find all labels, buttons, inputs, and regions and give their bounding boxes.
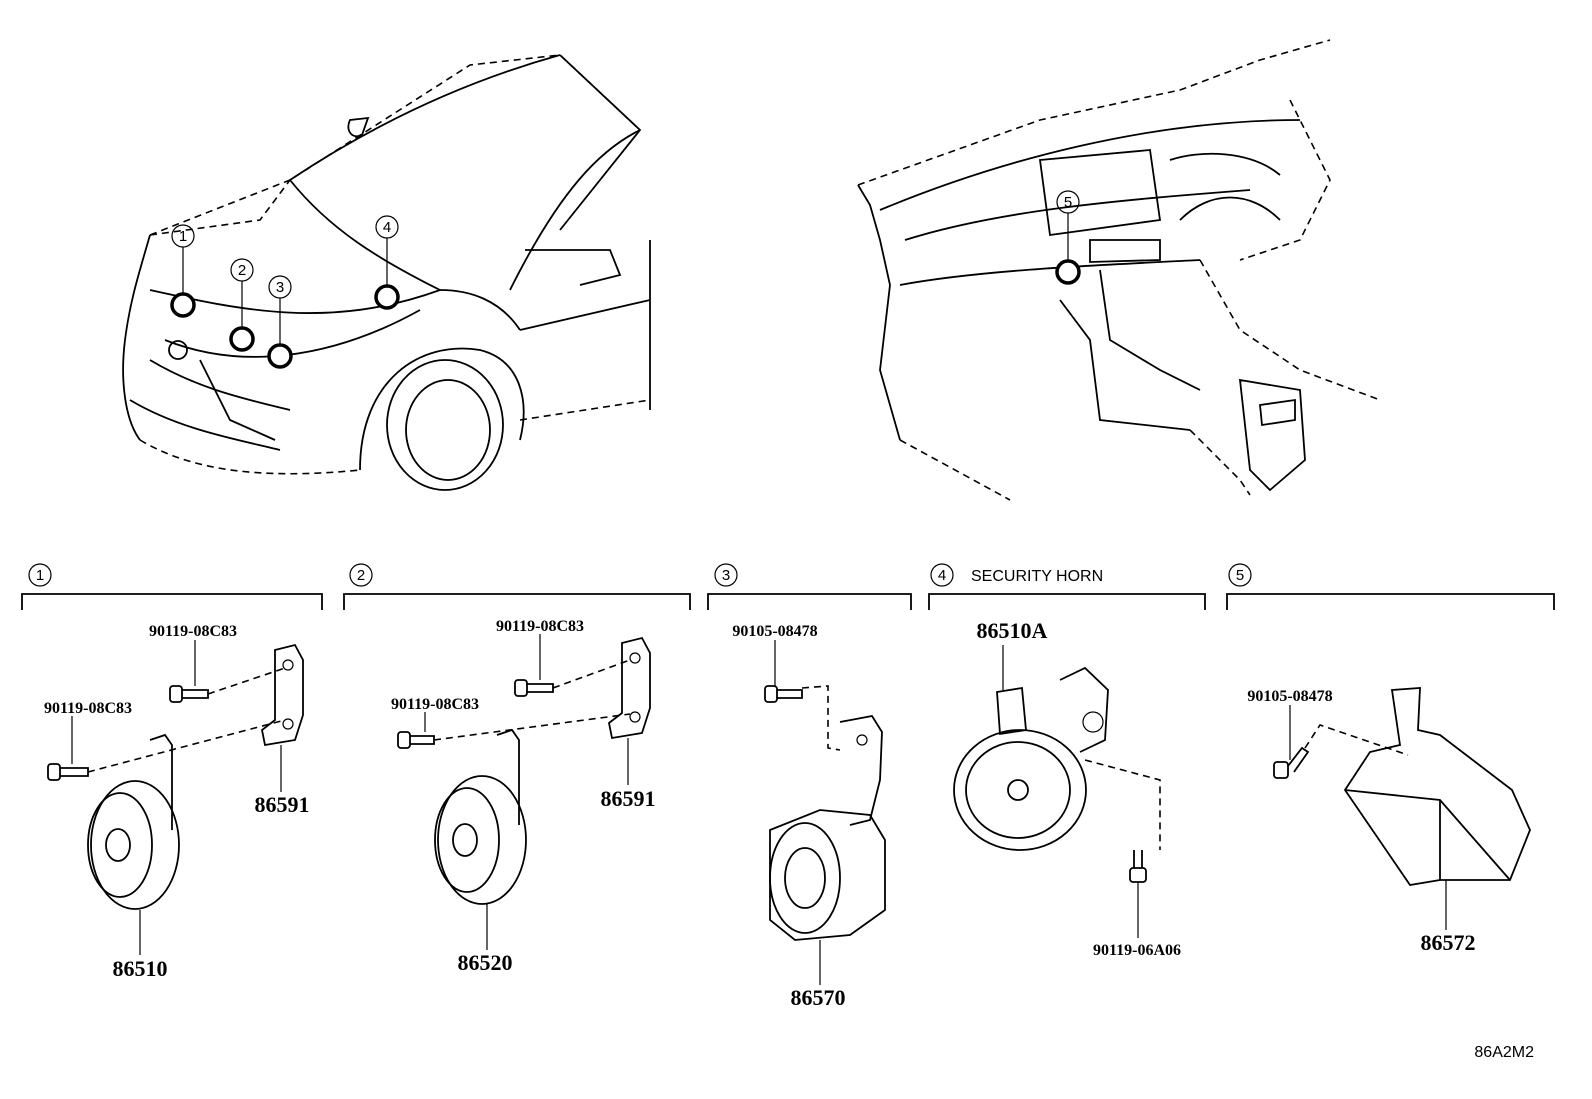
part-number-86570: 86570 xyxy=(791,985,846,1010)
section-4-header: 4 SECURITY HORN xyxy=(928,563,1206,610)
flange-bolt-icon xyxy=(514,634,554,697)
part-number-86520: 86520 xyxy=(458,950,513,975)
part-number-86591: 86591 xyxy=(255,792,310,817)
part-number-86510: 86510 xyxy=(113,956,168,981)
svg-text:4: 4 xyxy=(938,567,946,584)
disc-horn-icon xyxy=(87,733,180,955)
car-callout-4: 4 xyxy=(375,215,399,239)
flange-bolt-icon xyxy=(1129,850,1147,938)
dashboard-interior-icon xyxy=(857,39,1381,501)
section-4-title: SECURITY HORN xyxy=(971,568,1103,585)
part-number-86510A: 86510A xyxy=(977,618,1048,643)
svg-text:3: 3 xyxy=(276,279,284,296)
mounting-bracket-icon xyxy=(608,636,651,785)
mounting-bracket-icon xyxy=(839,715,883,826)
section-5-parts: 90105-08478 86572 xyxy=(1247,687,1531,955)
svg-text:5: 5 xyxy=(1236,567,1244,584)
part-number-90119-06A06: 90119-06A06 xyxy=(1093,942,1181,959)
part-number-90119-08C83: 90119-08C83 xyxy=(496,618,584,635)
svg-text:3: 3 xyxy=(722,567,730,584)
dashboard-callout-5: 5 xyxy=(1056,190,1080,214)
part-number-90119-08C83: 90119-08C83 xyxy=(149,623,237,640)
flange-bolt-icon xyxy=(1273,705,1310,779)
section-1-parts: 90119-08C83 90119-08C83 86591 86510 xyxy=(44,623,310,981)
car-callout-2: 2 xyxy=(230,258,254,282)
part-number-86591: 86591 xyxy=(601,786,656,811)
disc-horn-icon xyxy=(953,645,1109,851)
disc-horn-icon xyxy=(434,728,527,950)
car-callout-1: 1 xyxy=(171,224,195,248)
section-3-parts: 90105-08478 86570 xyxy=(732,623,886,1010)
section-4-parts: 86510A 90119-06A06 xyxy=(953,618,1181,959)
disc-horn-icon xyxy=(769,809,886,985)
section-3-header: 3 xyxy=(707,563,912,610)
part-number-90105-08478: 90105-08478 xyxy=(1247,688,1332,705)
svg-text:1: 1 xyxy=(36,567,44,584)
car-callout-3: 3 xyxy=(268,275,292,299)
part-number-90105-08478: 90105-08478 xyxy=(732,623,817,640)
svg-text:4: 4 xyxy=(383,219,391,236)
svg-text:2: 2 xyxy=(238,262,246,279)
section-2-parts: 90119-08C83 90119-08C83 86591 86520 xyxy=(391,618,656,975)
section-5-header: 5 xyxy=(1226,563,1555,610)
diagram-reference-code: 86A2M2 xyxy=(1474,1044,1534,1061)
svg-text:5: 5 xyxy=(1064,194,1072,211)
part-number-90119-08C83: 90119-08C83 xyxy=(391,696,479,713)
section-2-header: 2 xyxy=(343,563,691,610)
control-module-icon xyxy=(1343,687,1531,930)
flange-bolt-icon xyxy=(47,716,89,781)
flange-bolt-icon xyxy=(397,712,435,749)
car-callout-spots xyxy=(170,284,400,369)
mounting-bracket-icon xyxy=(261,643,304,792)
section-1-header: 1 xyxy=(21,563,323,610)
car-front-view-icon xyxy=(122,54,651,491)
flange-bolt-icon xyxy=(764,640,803,703)
svg-text:2: 2 xyxy=(357,567,365,584)
part-number-86572: 86572 xyxy=(1421,930,1476,955)
flange-bolt-icon xyxy=(169,640,209,703)
part-number-90119-08C83: 90119-08C83 xyxy=(44,700,132,717)
svg-text:1: 1 xyxy=(179,228,187,245)
